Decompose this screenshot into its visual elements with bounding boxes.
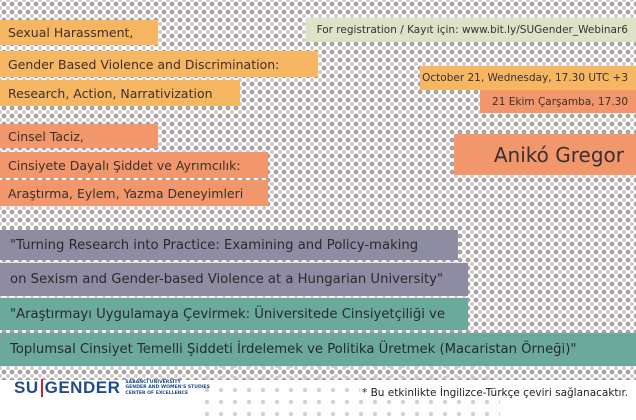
logo-sub-line: SABANCI UNIVERSITY bbox=[125, 379, 181, 385]
logo-divider bbox=[40, 379, 43, 397]
title-tr-line-2: Cinsiyete Dayalı Şiddet ve Ayrımcılık: bbox=[0, 152, 268, 178]
talk-title-tr-line-2: Toplumsal Cinsiyet Temelli Şiddeti İrdel… bbox=[0, 333, 636, 366]
logo-sub-line: CENTER OF EXCELLENCE bbox=[125, 390, 189, 396]
talk-title-en-line-2: on Sexism and Gender-based Violence at a… bbox=[0, 263, 468, 296]
logo-subtitle: SABANCI UNIVERSITY GENDER AND WOMEN'S ST… bbox=[125, 380, 210, 397]
translation-footnote: * Bu etkinlikte İngilizce-Türkçe çeviri … bbox=[360, 386, 631, 400]
title-tr-line-1: Cinsel Taciz, bbox=[0, 124, 158, 148]
title-en-line-2: Gender Based Violence and Discrimination… bbox=[0, 51, 318, 77]
talk-title-tr-line-1: "Araştırmayı Uygulamaya Çevirmek: Üniver… bbox=[0, 298, 468, 330]
registration-link[interactable]: For registration / Kayıt için: www.bit.l… bbox=[306, 18, 636, 42]
sugender-logo: SU GENDER SABANCI UNIVERSITY GENDER AND … bbox=[14, 378, 210, 398]
date-turkish: 21 Ekim Çarşamba, 17.30 bbox=[480, 90, 636, 113]
talk-title-en-line-1: "Turning Research into Practice: Examini… bbox=[0, 230, 458, 260]
date-english: October 21, Wednesday, 17.30 UTC +3 bbox=[420, 66, 636, 90]
logo-gender: GENDER bbox=[44, 378, 121, 397]
title-tr-line-3: Araştırma, Eylem, Yazma Deneyimleri bbox=[0, 180, 268, 206]
logo-sub-line: GENDER AND WOMEN'S STUDIES bbox=[125, 385, 210, 391]
logo-su: SU bbox=[14, 378, 39, 397]
title-en-line-3: Research, Action, Narrativization bbox=[0, 80, 240, 106]
speaker-name: Anikó Gregor bbox=[454, 134, 636, 175]
title-en-line-1: Sexual Harassment, bbox=[0, 20, 158, 45]
